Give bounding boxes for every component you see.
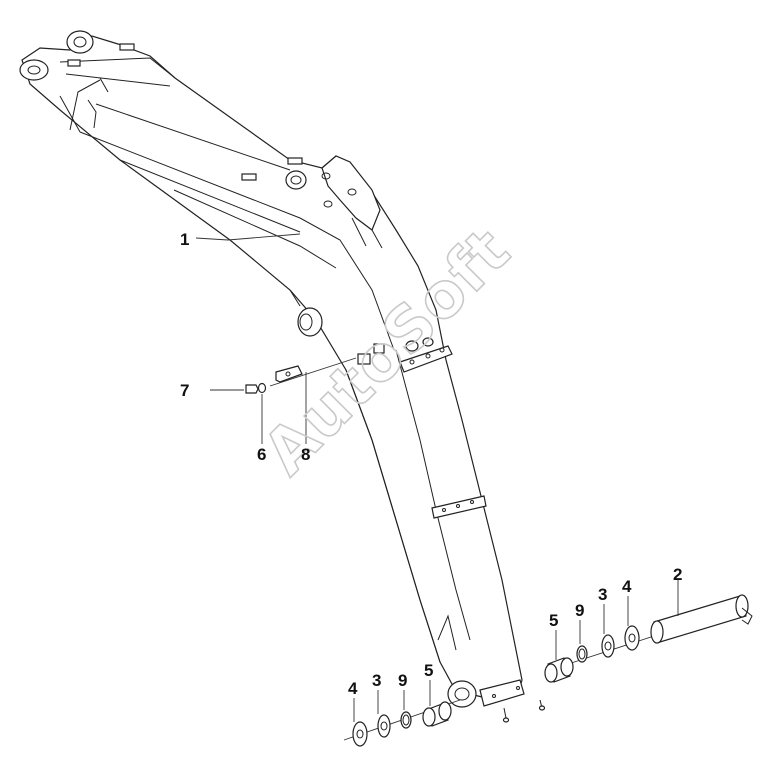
pin-assembly-left [343,680,461,747]
callout-5-right: 5 [549,611,558,630]
callout-4-right: 4 [622,577,632,596]
callout-3-left: 3 [372,671,381,690]
pin-assembly-right [544,580,753,683]
callout-8: 8 [301,445,310,464]
callout-9-right: 9 [575,601,584,620]
callout-4-left: 4 [348,679,358,698]
callout-1: 1 [180,230,189,249]
callout-5-left: 5 [424,661,433,680]
boom-body [19,30,546,723]
callout-6: 6 [257,445,266,464]
callout-9-left: 9 [398,671,407,690]
callout-7: 7 [180,381,189,400]
callout-2: 2 [673,565,682,584]
bracket-hardware [210,357,357,444]
callout-3-right: 3 [598,585,607,604]
